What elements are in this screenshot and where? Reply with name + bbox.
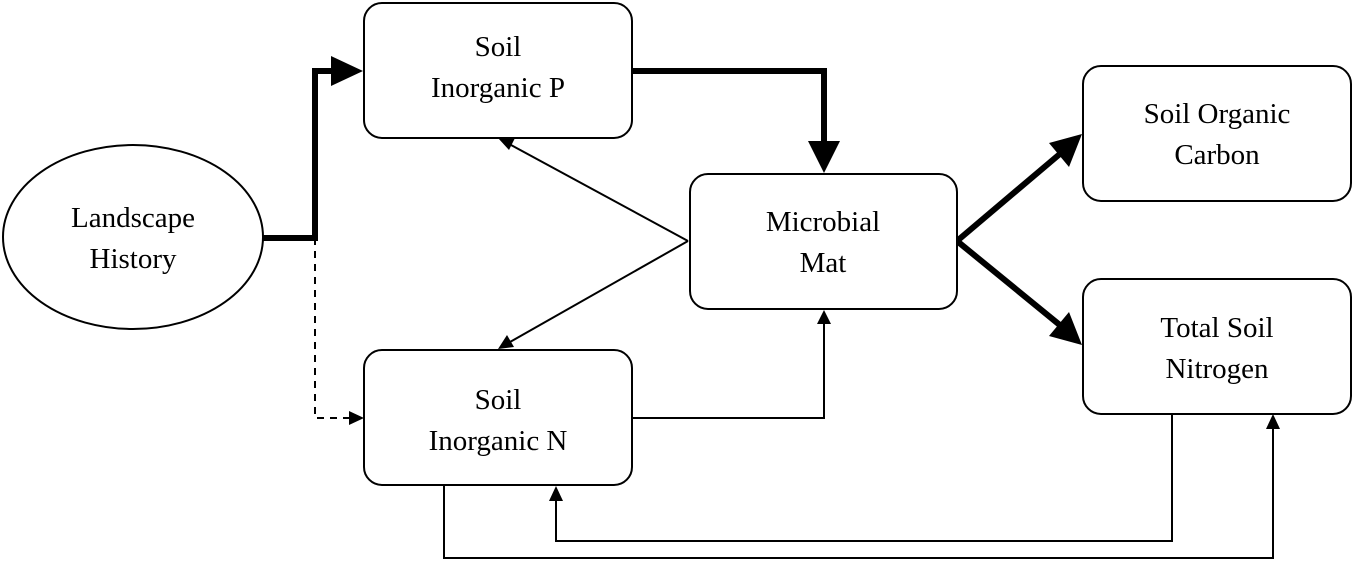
- node-total-soil-nitrogen: Total Soil Nitrogen: [1082, 278, 1352, 415]
- edge-microbial-mat-to-soil-n: [498, 240, 689, 349]
- landscape-history-label-line1: Landscape: [71, 202, 195, 234]
- edge-nitrogen-to-soil-n: [549, 414, 1173, 542]
- total-soil-nitrogen-label-line2: Nitrogen: [1165, 353, 1269, 385]
- soil-inorganic-n-box: [363, 349, 633, 486]
- edge-landscape-to-soil-p: [263, 56, 363, 241]
- soil-organic-carbon-label-line2: Carbon: [1174, 139, 1260, 171]
- edge-soil-p-to-microbial-mat: [631, 68, 840, 173]
- landscape-history-shape: [2, 144, 264, 330]
- total-soil-nitrogen-label-line1: Total Soil: [1160, 312, 1273, 344]
- soil-inorganic-n-label-line1: Soil: [475, 384, 522, 416]
- landscape-history-label-line2: History: [90, 243, 178, 275]
- edge-microbial-mat-to-soil-p: [498, 138, 689, 242]
- soil-inorganic-p-box: [363, 2, 633, 139]
- soil-inorganic-p-label-line2: Inorganic P: [431, 72, 565, 104]
- node-microbial-mat: Microbial Mat: [689, 173, 958, 310]
- edge-microbial-mat-to-nitrogen: [955, 238, 1082, 345]
- soil-organic-carbon-box: [1082, 65, 1352, 202]
- microbial-mat-label-line1: Microbial: [766, 206, 880, 238]
- microbial-mat-label-line2: Mat: [800, 247, 847, 279]
- edge-soil-n-to-microbial-mat: [631, 310, 831, 419]
- microbial-mat-box: [689, 173, 958, 310]
- edges: [263, 56, 1280, 559]
- edge-microbial-mat-to-carbon: [955, 134, 1082, 244]
- soil-organic-carbon-label-line1: Soil Organic: [1144, 98, 1291, 130]
- node-soil-inorganic-n: Soil Inorganic N: [363, 349, 633, 486]
- node-soil-organic-carbon: Soil Organic Carbon: [1082, 65, 1352, 202]
- node-soil-inorganic-p: Soil Inorganic P: [363, 2, 633, 139]
- node-landscape-history: Landscape History: [2, 144, 264, 330]
- edge-landscape-to-soil-n: [314, 238, 364, 425]
- soil-inorganic-n-label-line2: Inorganic N: [429, 425, 568, 457]
- soil-inorganic-p-label-line1: Soil: [475, 31, 522, 63]
- edge-soil-n-to-nitrogen: [443, 414, 1280, 559]
- total-soil-nitrogen-box: [1082, 278, 1352, 415]
